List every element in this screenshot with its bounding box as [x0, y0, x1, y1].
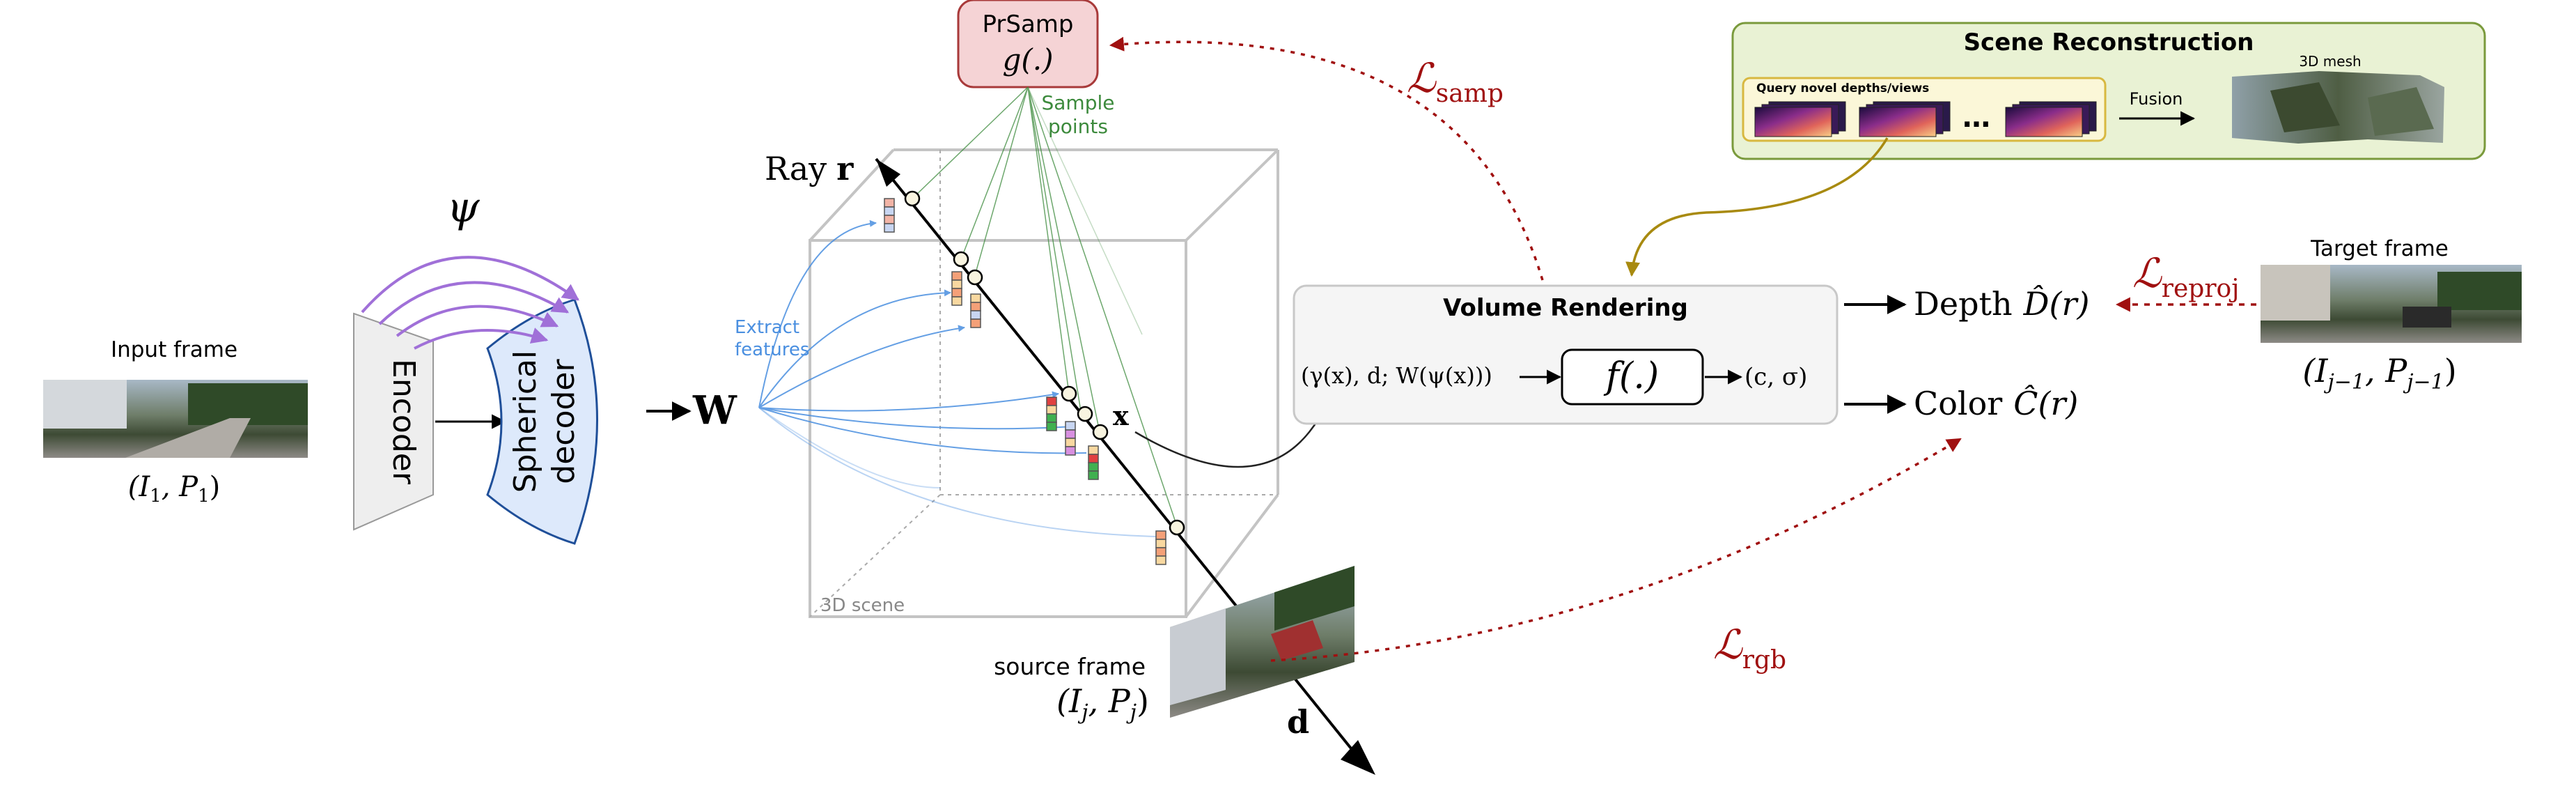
ray-direction-label: d — [1287, 703, 1309, 741]
x-point-label: x — [1113, 400, 1129, 431]
input-frame-image — [43, 380, 308, 458]
scene-reconstruction-title: Scene Reconstruction — [1964, 29, 2254, 56]
mesh-image — [2232, 71, 2444, 144]
mesh-label: 3D mesh — [2299, 53, 2361, 70]
decoder-label-line2: decoder — [546, 358, 581, 484]
scene-cube-hidden-edges — [809, 150, 1278, 617]
ray-sample-points — [904, 190, 1185, 536]
decoder-label-line1: Spherical — [508, 351, 543, 493]
depth-map-stack-1 — [1754, 101, 1846, 137]
input-frame-math: (I1, P1) — [128, 471, 220, 507]
psi-skip-connections — [361, 256, 579, 350]
feature-stack-2 — [951, 271, 962, 306]
feature-stacks — [884, 198, 1166, 565]
feature-stack-3 — [970, 293, 981, 328]
feature-stack-5 — [1065, 421, 1076, 456]
samp-loss-label: ℒsamp — [1407, 54, 1504, 108]
input-frame-group: Input frame (I1, P1) — [43, 337, 308, 507]
feature-stack-4 — [1046, 396, 1057, 431]
prsamp-function: g(.) — [1002, 43, 1053, 77]
source-frame-math: (Ij, Pj) — [1056, 682, 1149, 725]
spherical-decoder-block: Spherical decoder — [486, 298, 598, 545]
prsamp-title: PrSamp — [982, 10, 1073, 38]
samp-loss-arrow — [1109, 36, 1544, 281]
recon-query-arrow — [1625, 137, 1889, 277]
sample-point-lines — [912, 86, 1178, 527]
rgb-loss-label: ℒrgb — [1713, 621, 1786, 675]
query-views-label: Query novel depths/views — [1756, 82, 1929, 95]
scene-cube — [809, 148, 1279, 618]
volume-rendering-title: Volume Rendering — [1443, 294, 1688, 322]
mlp-function-label: f(.) — [1603, 355, 1659, 397]
encoder-block: Encoder — [353, 312, 434, 531]
feature-stack-7 — [1155, 530, 1166, 565]
scene-reconstruction-block: Scene Reconstruction Query novel depths/… — [1731, 22, 2486, 160]
mlp-function-box — [1561, 348, 1704, 406]
prsamp-block: PrSamp g(.) — [957, 0, 1099, 88]
input-frame-title: Input frame — [111, 337, 237, 362]
query-ellipsis: … — [1962, 102, 1990, 134]
sample-points-line2: points — [1048, 115, 1108, 138]
target-frame-image — [2261, 265, 2522, 343]
reproj-loss-label: ℒreproj — [2132, 249, 2239, 303]
sample-points-line1: Sample — [1042, 91, 1115, 114]
depth-map-stack-2 — [1859, 101, 1951, 137]
extract-features-line2: features — [735, 339, 809, 360]
ray-arrowhead-bottom — [1341, 740, 1375, 775]
depth-map-stack-3 — [2005, 101, 2097, 137]
extract-features-line1: Extract — [735, 317, 799, 338]
w-label: W — [692, 387, 737, 433]
target-frame-math: (Ij−1, Pj−1) — [2302, 352, 2456, 394]
ray-arrowhead-top — [876, 159, 900, 187]
psi-label: ψ — [446, 183, 480, 232]
target-frame-title: Target frame — [2310, 236, 2449, 261]
volume-output-expression: (c, σ) — [1744, 363, 1807, 391]
encoder-label: Encoder — [386, 359, 421, 485]
feature-stack-6 — [1088, 445, 1099, 480]
volume-input-expression: (γ(x), d; W(ψ(x))) — [1301, 362, 1492, 389]
scene-3d-label: 3D scene — [820, 595, 905, 616]
source-frame-title: source frame — [994, 653, 1146, 680]
source-frame-image — [1170, 566, 1355, 718]
volume-rendering-block: Volume Rendering (γ(x), d; W(ψ(x))) f(.)… — [1293, 284, 1839, 425]
rgb-loss-arrow — [1270, 438, 1962, 662]
feature-extraction-arrows — [758, 220, 1157, 537]
feature-stack-1 — [884, 198, 895, 233]
fusion-label: Fusion — [2130, 89, 2183, 109]
